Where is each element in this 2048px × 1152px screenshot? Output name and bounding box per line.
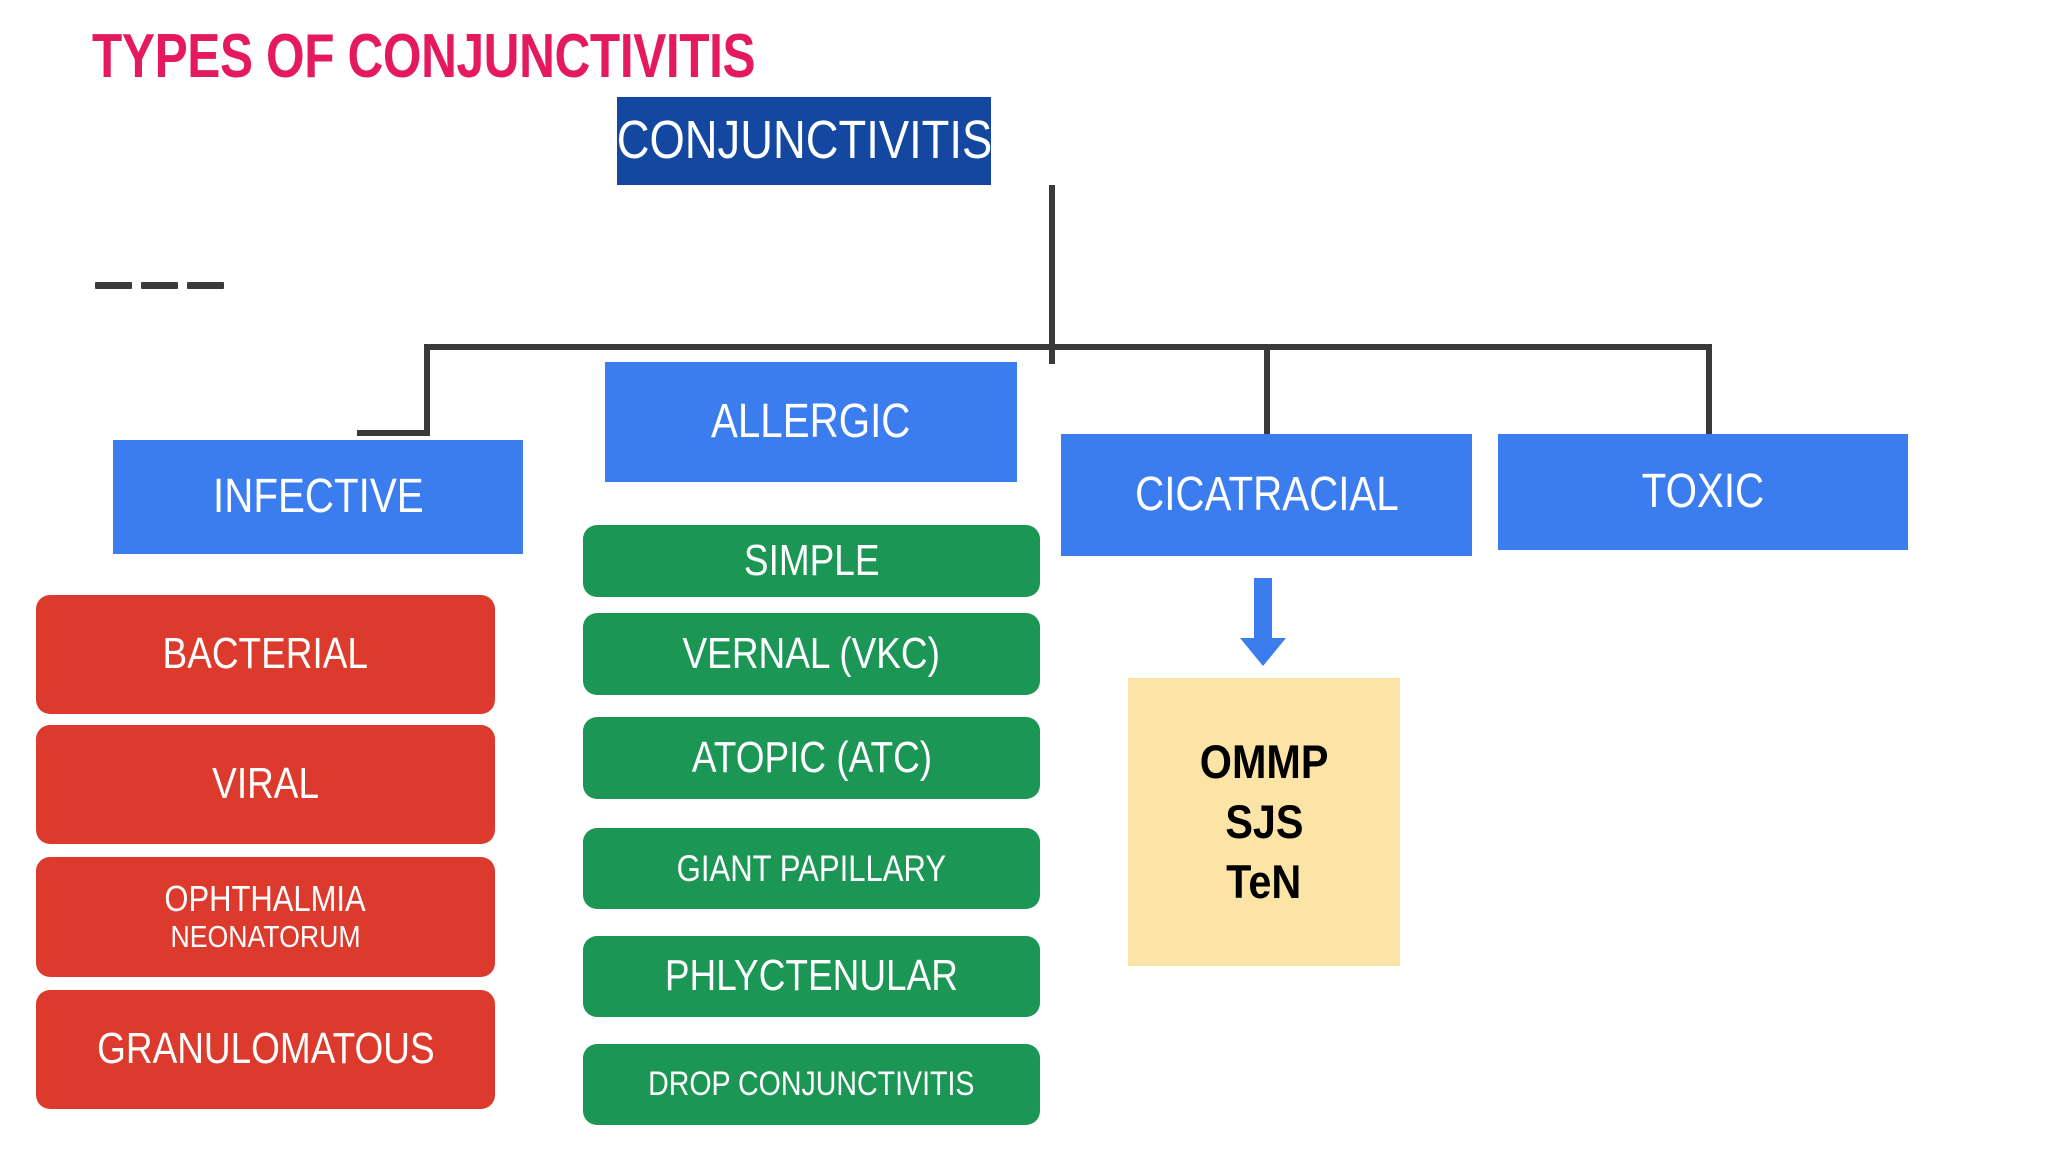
- note-line-ten: TeN: [1226, 855, 1302, 909]
- node-ophthalmia-line2: NEONATORUM: [170, 918, 361, 954]
- node-giant-papillary[interactable]: GIANT PAPILLARY: [583, 828, 1040, 909]
- connector-root-stem: [1049, 185, 1055, 348]
- connector-infective-drop: [424, 344, 430, 436]
- connector-infective-arm: [357, 430, 430, 436]
- node-phlyctenular[interactable]: PHLYCTENULAR: [583, 936, 1040, 1017]
- node-allergic-label: ALLERGIC: [711, 394, 911, 448]
- node-atopic-atc[interactable]: ATOPIC (ATC): [583, 717, 1040, 799]
- node-cicatracial[interactable]: CICATRACIAL: [1061, 434, 1472, 556]
- node-ophthalmia-neonatorum[interactable]: OPHTHALMIA NEONATORUM: [36, 857, 495, 977]
- node-vernal-vkc[interactable]: VERNAL (VKC): [583, 613, 1040, 695]
- page-title: TYPES OF CONJUNCTIVITIS: [92, 22, 756, 91]
- note-line-sjs: SJS: [1224, 794, 1304, 848]
- node-drop-conjunctivitis[interactable]: DROP CONJUNCTIVITIS: [583, 1044, 1040, 1125]
- node-allergic[interactable]: ALLERGIC: [605, 362, 1017, 482]
- node-toxic[interactable]: TOXIC: [1498, 434, 1908, 550]
- note-line-ommp: OMMP: [1199, 734, 1329, 788]
- node-granulomatous-label: GRANULOMATOUS: [96, 1024, 435, 1074]
- node-viral-label: VIRAL: [212, 759, 319, 809]
- node-conjunctivitis-root[interactable]: CONJUNCTIVITIS: [617, 97, 991, 185]
- node-cicatracial-label: CICATRACIAL: [1134, 467, 1399, 521]
- node-simple[interactable]: SIMPLE: [583, 525, 1040, 597]
- node-cicatracial-conditions[interactable]: OMMP SJS TeN: [1128, 678, 1400, 966]
- node-root-label: CONJUNCTIVITIS: [617, 110, 991, 171]
- node-simple-label: SIMPLE: [743, 535, 880, 585]
- node-viral[interactable]: VIRAL: [36, 725, 495, 844]
- connector-allergic-drop: [1049, 344, 1055, 364]
- node-toxic-label: TOXIC: [1641, 464, 1765, 518]
- node-giant-papillary-label: GIANT PAPILLARY: [676, 847, 947, 889]
- down-arrow-icon: [1240, 578, 1286, 668]
- node-phlyctenular-label: PHLYCTENULAR: [664, 951, 958, 1001]
- decorative-dash-3: [187, 282, 224, 289]
- node-atopic-label: ATOPIC (ATC): [691, 732, 932, 782]
- decorative-dash-1: [95, 282, 132, 289]
- node-ophthalmia-line1: OPHTHALMIA: [164, 878, 367, 920]
- connector-cicatracial-drop: [1264, 344, 1270, 436]
- node-drop-conjunctivitis-label: DROP CONJUNCTIVITIS: [648, 1065, 975, 1104]
- connector-horizontal-bus: [424, 344, 1712, 350]
- connector-toxic-drop: [1706, 344, 1712, 436]
- node-infective[interactable]: INFECTIVE: [113, 440, 523, 554]
- node-vernal-label: VERNAL (VKC): [682, 628, 941, 678]
- node-bacterial[interactable]: BACTERIAL: [36, 595, 495, 714]
- node-infective-label: INFECTIVE: [212, 469, 424, 523]
- node-granulomatous[interactable]: GRANULOMATOUS: [36, 990, 495, 1109]
- decorative-dash-2: [141, 282, 178, 289]
- node-bacterial-label: BACTERIAL: [162, 629, 369, 679]
